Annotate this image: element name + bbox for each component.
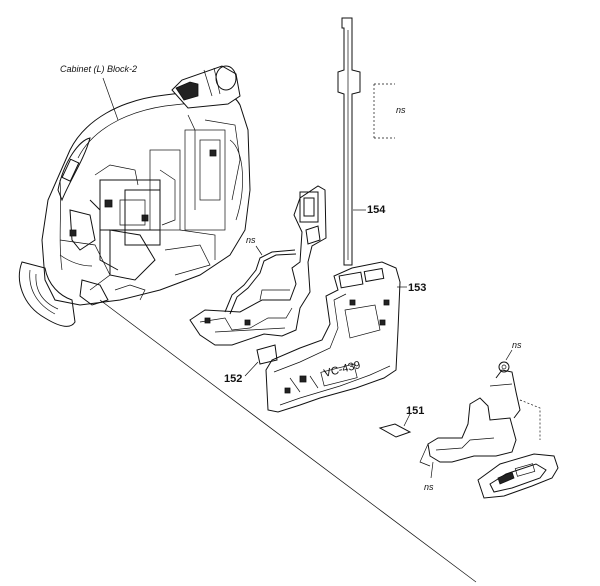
cabinet-label: Cabinet (L) Block-2 bbox=[60, 64, 137, 74]
part-154-label: 154 bbox=[367, 204, 386, 216]
cabinet-block bbox=[18, 65, 251, 327]
part-153-label: 153 bbox=[408, 282, 426, 294]
part-154-flex-strip bbox=[337, 17, 395, 266]
part-151-label: 151 bbox=[406, 405, 424, 417]
cabinet-internal-mechanism bbox=[59, 114, 243, 306]
ns-label-cable: ns bbox=[246, 235, 256, 245]
board-marking-text: VC-439 bbox=[323, 359, 362, 380]
ns-label-screw: ns bbox=[512, 340, 522, 350]
cabinet-leader-line bbox=[102, 77, 119, 121]
assembly-guide-line bbox=[99, 299, 477, 583]
part-152-label: 152 bbox=[224, 373, 242, 385]
ns-label-bottom: ns bbox=[424, 482, 434, 492]
part-151-sheet bbox=[378, 413, 412, 438]
ns-label-top: ns bbox=[396, 105, 406, 115]
part-153-vc-board bbox=[265, 261, 407, 413]
flex-cable-ns bbox=[224, 245, 297, 315]
bottom-bracket-assembly bbox=[419, 349, 559, 499]
part-152-frame bbox=[189, 185, 327, 377]
part-152-leader bbox=[244, 361, 259, 377]
part-151-leader bbox=[403, 413, 411, 427]
